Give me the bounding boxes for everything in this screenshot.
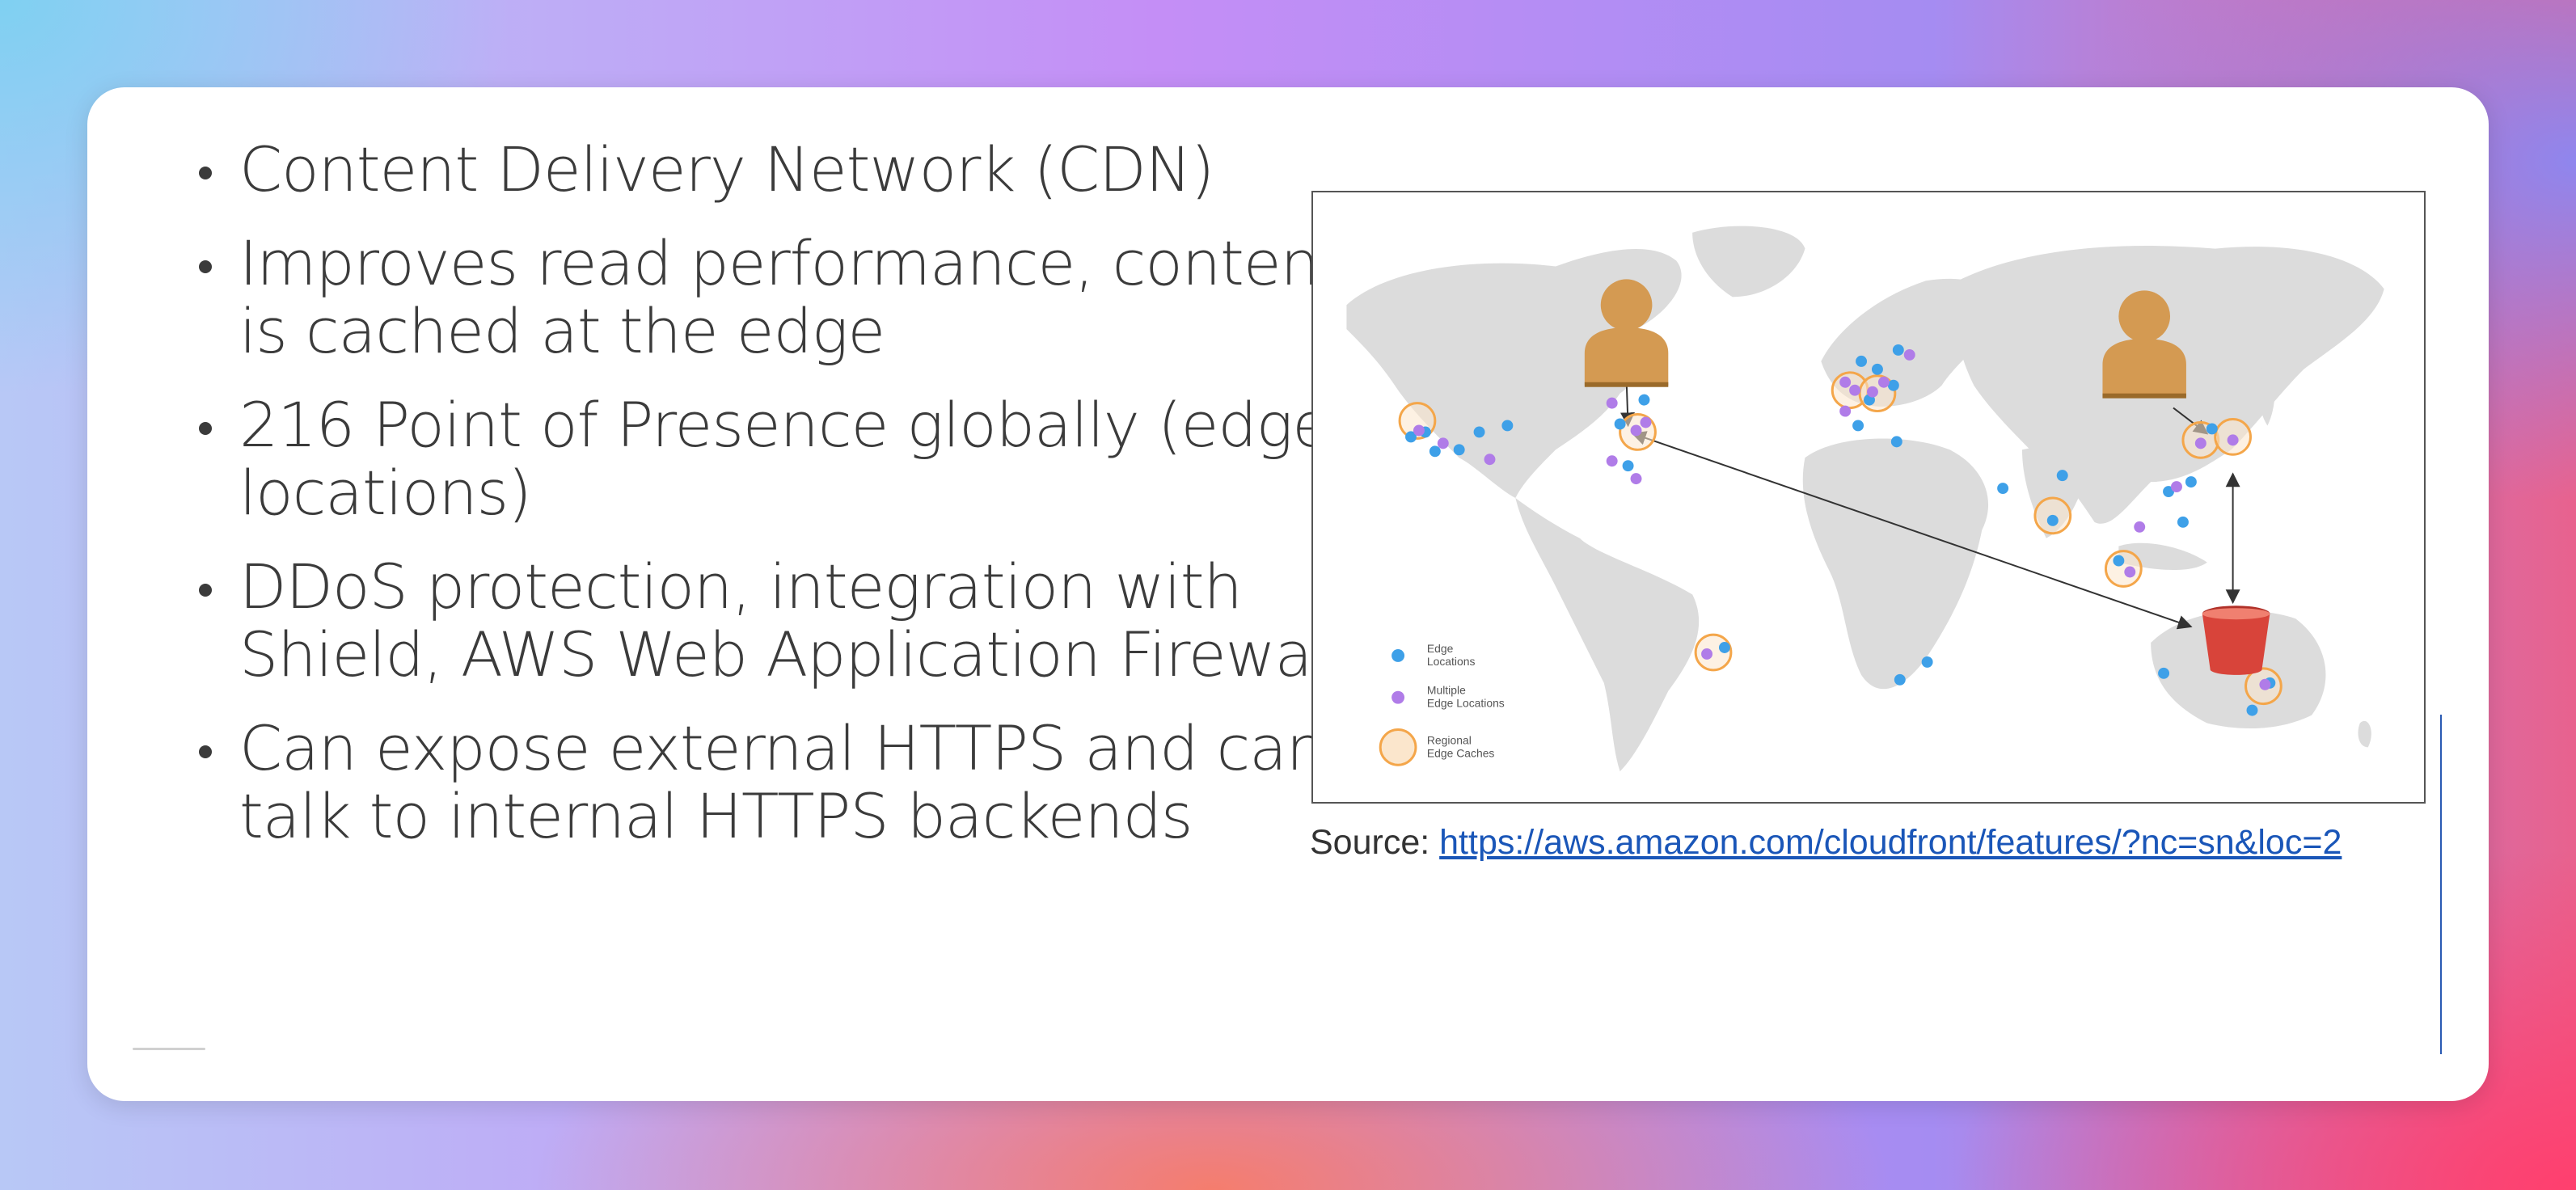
source-link[interactable]: https://aws.amazon.com/cloudfront/featur… bbox=[1439, 823, 2342, 862]
legend-regional-swatch bbox=[1379, 728, 1417, 766]
multiple-edge-location-dots bbox=[1413, 348, 2271, 690]
map-legend: Edge Locations Multiple Edge Locations R… bbox=[1379, 642, 1505, 766]
source-label: Source: bbox=[1310, 823, 1440, 862]
legend-multi-label-1: Multiple bbox=[1427, 684, 1466, 697]
text-cursor-line bbox=[2440, 715, 2442, 1054]
edge-location-dots bbox=[1405, 344, 2276, 716]
legend-edge-swatch bbox=[1391, 649, 1405, 662]
source-citation: Source: https://aws.amazon.com/cloudfron… bbox=[1310, 823, 2342, 863]
legend-edge-label-1: Edge bbox=[1427, 642, 1454, 655]
user-icon bbox=[2102, 290, 2186, 399]
slide: Content Delivery Network (CDN) Improves … bbox=[87, 87, 2489, 1101]
user-icon bbox=[1584, 279, 1669, 387]
continents bbox=[1346, 226, 2384, 772]
legend-multi-swatch bbox=[1391, 690, 1405, 704]
world-map-graphic: Edge Locations Multiple Edge Locations R… bbox=[1346, 226, 2384, 772]
legend-regional-label-1: Regional bbox=[1427, 733, 1472, 746]
bullet-item: Improves read performance, content is ca… bbox=[192, 230, 1373, 365]
bullet-item: DDoS protection, integration with Shield… bbox=[192, 553, 1373, 689]
slide-scroll-indicator bbox=[133, 1048, 205, 1050]
s3-bucket-icon bbox=[2202, 606, 2270, 675]
bullet-item: 216 Point of Presence globally (edge loc… bbox=[192, 391, 1373, 527]
legend-multi-label-2: Edge Locations bbox=[1427, 697, 1505, 710]
bullet-item: Can expose external HTTPS and can talk t… bbox=[192, 715, 1373, 850]
legend-regional-label-2: Edge Caches bbox=[1427, 746, 1495, 759]
bullet-item: Content Delivery Network (CDN) bbox=[192, 136, 1373, 204]
cdn-world-map: Edge Locations Multiple Edge Locations R… bbox=[1311, 191, 2426, 804]
legend-edge-label-2: Locations bbox=[1427, 655, 1476, 668]
bullet-list: Content Delivery Network (CDN) Improves … bbox=[192, 136, 1373, 876]
